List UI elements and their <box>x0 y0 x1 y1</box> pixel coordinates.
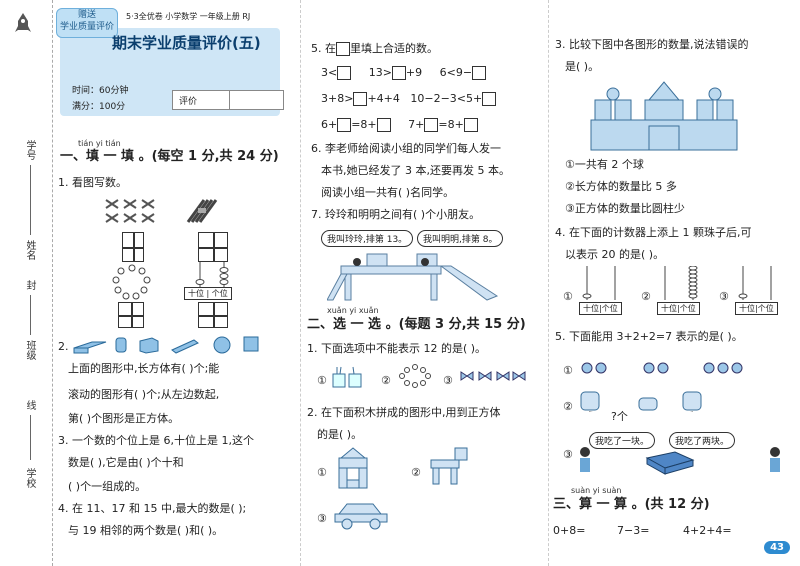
c4-option-1[interactable]: ① <box>563 290 573 303</box>
speech-bubble-mingming: 我叫明明,排第 8。 <box>417 230 504 247</box>
answer-grid-3[interactable] <box>118 302 144 328</box>
c5-option-1[interactable]: ① <box>563 364 573 377</box>
c5-text: 5. 下面能用 3+2+2=7 表示的是( )。 <box>555 330 743 343</box>
unknown-count-label: ?个 <box>611 410 628 423</box>
column-left: 赠送学业质量评价 5·3全优卷 小学数学 一年级上册 RJ 期末学业质量评价(五… <box>52 0 290 566</box>
series-label: 5·3全优卷 小学数学 一年级上册 RJ <box>126 12 251 21</box>
c1-text: 1. 下面选项中不能表示 12 的是( )。 <box>307 342 487 355</box>
page-number: 43 <box>764 541 790 554</box>
school-label: 学校 <box>24 468 35 488</box>
c5-option-2[interactable]: ② <box>563 400 573 413</box>
bonus-stamp: 赠送学业质量评价 <box>56 8 118 38</box>
coin-stacks-image <box>579 388 709 417</box>
c3-text: 3. 比较下图中各图形的数量,说法错误的 <box>555 38 749 51</box>
c5-option-3[interactable]: ③ <box>563 448 573 461</box>
c2-text: 2. 在下面积木拼成的图形中,用到正方体 <box>307 406 501 419</box>
c4-option-3[interactable]: ③ <box>719 290 729 303</box>
answer-grid-2[interactable] <box>198 232 228 262</box>
seal-label: 封 <box>24 280 35 290</box>
c4-option-2[interactable]: ② <box>641 290 651 303</box>
binding-margin: 学号 姓名 封 班级 线 学校 <box>0 0 53 566</box>
student-id-label: 学号 <box>24 140 35 160</box>
c2-option-1[interactable]: ① <box>317 466 327 479</box>
q5-row3: 6+=8+ 7+=8+ <box>321 118 478 132</box>
c2-option-2[interactable]: ② <box>411 466 421 479</box>
butterflies-image <box>457 366 527 392</box>
abacus-image <box>186 262 238 292</box>
column-middle: 5. 在里填上合适的数。 3< 13>+9 6<9− 3+8>+4+4 10−2… <box>300 0 541 566</box>
c3-option-c[interactable]: ③正方体的数量比圆柱少 <box>565 202 685 215</box>
q5-text: 5. 在里填上合适的数。 <box>311 42 438 56</box>
bead-circle-image <box>397 364 433 392</box>
q7-text: 7. 玲玲和明明之间有( )个小朋友。 <box>311 208 481 221</box>
block-horse-image <box>427 446 471 490</box>
class-label: 班级 <box>24 340 35 360</box>
abacus-label: 十位 | 个位 <box>184 287 232 300</box>
chocolate-bar-image <box>645 450 695 480</box>
answer-grid-4[interactable] <box>198 302 228 328</box>
q3-text: 3. 一个数的个位上是 6,十位上是 1,这个 <box>58 434 254 447</box>
c1-option-1[interactable]: ① <box>317 374 327 387</box>
speech-bubble-one-piece: 我吃了一块。 <box>589 432 656 449</box>
stick-bundles-image <box>104 196 160 228</box>
rocket-icon <box>14 12 32 40</box>
calc-1: 0+8= <box>553 524 586 537</box>
counters-image <box>575 265 785 304</box>
counter-label-2: 十位|个位 <box>657 302 700 315</box>
q1-text: 1. 看图写数。 <box>58 176 127 189</box>
section-1-heading: 一、填 一 填 。(每空 1 分,共 24 分) <box>60 149 279 164</box>
q2-number: 2. <box>58 340 69 353</box>
block-arch-image <box>333 446 373 496</box>
c4-text: 4. 在下面的计数器上添上 1 颗珠子后,可 <box>555 226 752 239</box>
chicks-image <box>579 356 749 382</box>
boy-image <box>767 446 783 478</box>
speech-bubble-two-pieces: 我吃了两块。 <box>669 432 736 449</box>
c1-option-2[interactable]: ② <box>381 374 391 387</box>
counter-label-1: 十位|个位 <box>579 302 622 315</box>
q5-row1: 3< 13>+9 6<9− <box>321 66 487 80</box>
c3-option-a[interactable]: ①一共有 2 个球 <box>565 158 644 171</box>
time-label: 时间：60分钟 <box>72 86 129 96</box>
calc-3: 4+2+4= <box>683 524 732 537</box>
q6-text: 6. 李老师给阅读小组的同学们每人发一 <box>311 142 501 155</box>
speech-bubble-lingling: 我叫玲玲,排第 13。 <box>321 230 414 247</box>
section-2-heading: 二、选 一 选 。(每题 3 分,共 15 分) <box>307 317 526 332</box>
block-castle-image <box>589 80 739 156</box>
girl-image <box>577 446 593 478</box>
rating-box[interactable]: 评价 <box>172 90 284 110</box>
column-right: 3. 比较下图中各图形的数量,说法错误的 是( )。 ①一共有 2 个球 ②长方… <box>548 0 800 566</box>
block-car-image <box>333 500 389 534</box>
cups-of-sticks-image <box>331 366 365 392</box>
c3-option-b[interactable]: ②长方体的数量比 5 多 <box>565 180 677 193</box>
c2-option-3[interactable]: ③ <box>317 512 327 525</box>
c1-option-3[interactable]: ③ <box>443 374 453 387</box>
bead-ring-image <box>112 264 152 304</box>
exam-header: 赠送学业质量评价 5·3全优卷 小学数学 一年级上册 RJ 期末学业质量评价(五… <box>56 8 284 116</box>
q4-text: 4. 在 11、17 和 15 中,最大的数是( ); <box>58 502 247 515</box>
score-label: 满分：100分 <box>72 102 126 112</box>
q5-row2: 3+8>+4+4 10−2−3<5+ <box>321 92 497 106</box>
counter-label-3: 十位|个位 <box>735 302 778 315</box>
name-label: 姓名 <box>24 240 35 260</box>
stick-bundle-image <box>184 196 220 230</box>
section-3-heading: 三、算 一 算 。(共 12 分) <box>553 497 710 512</box>
calc-2: 7−3= <box>617 524 650 537</box>
answer-grid-1[interactable] <box>122 232 144 262</box>
page-title: 期末学业质量评价(五) <box>112 34 261 52</box>
playground-slide-image <box>326 250 507 306</box>
line-label: 线 <box>24 400 35 410</box>
solid-shapes-image <box>72 334 262 360</box>
